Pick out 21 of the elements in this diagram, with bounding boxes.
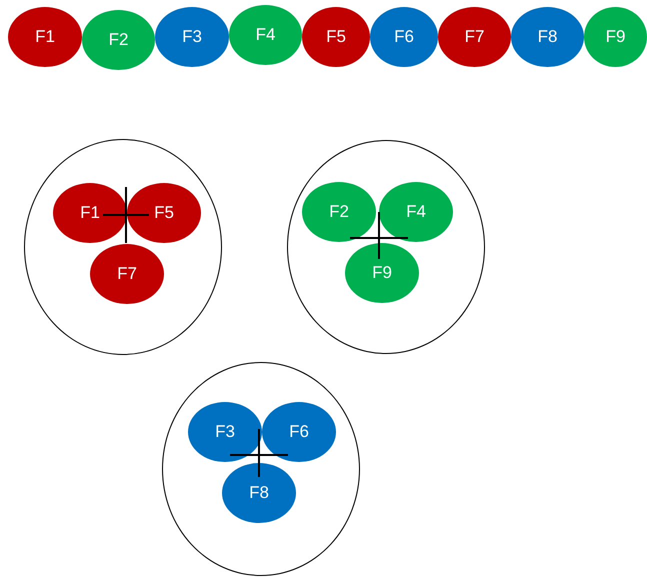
point-label: F6	[394, 27, 414, 47]
point-label: F1	[35, 27, 55, 47]
data-point-ellipse	[262, 402, 336, 462]
point-label: F1	[80, 203, 100, 223]
point-label: F2	[108, 30, 128, 50]
point-label: F4	[256, 25, 276, 45]
point-label: F4	[406, 202, 426, 222]
point-label: F8	[538, 27, 558, 47]
point-label: F5	[326, 27, 346, 47]
data-point-ellipse	[127, 183, 201, 243]
point-label: F2	[329, 202, 349, 222]
point-label: F8	[249, 483, 269, 503]
point-label: F9	[606, 27, 626, 47]
data-point-ellipse	[302, 182, 376, 242]
point-label: F7	[117, 264, 137, 284]
point-label: F9	[372, 263, 392, 283]
point-label: F7	[464, 27, 484, 47]
point-label: F5	[154, 203, 174, 223]
point-label: F6	[289, 422, 309, 442]
point-label: F3	[182, 27, 202, 47]
point-label: F3	[215, 422, 235, 442]
